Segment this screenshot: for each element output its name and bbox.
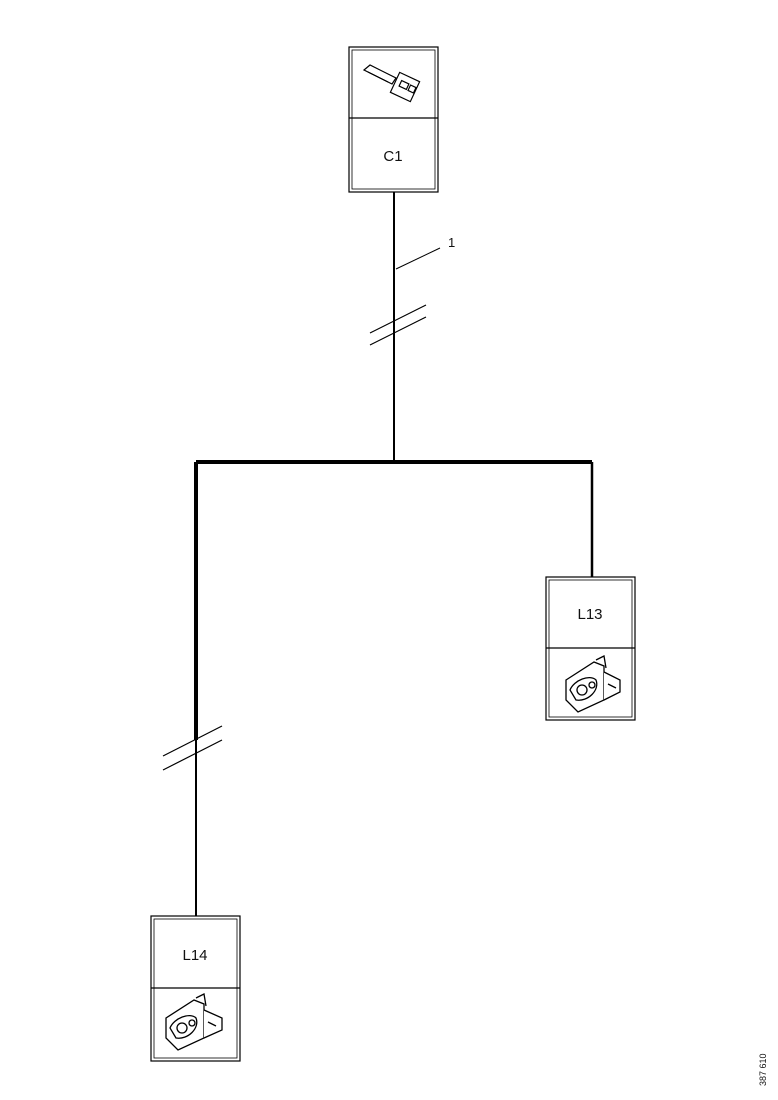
lamp-holder-icon (165, 993, 223, 1051)
figure-id: 387 610 (758, 1053, 768, 1086)
wire-bus (162, 460, 594, 916)
wire-number-label: 1 (448, 235, 455, 250)
connector-l14[interactable]: L14 (150, 915, 241, 1062)
wire-trunk (369, 192, 441, 462)
connector-l13[interactable]: L13 (545, 576, 636, 721)
plug-connector-icon (362, 64, 421, 103)
connector-l13-label: L13 (577, 606, 602, 623)
lamp-holder-icon (565, 655, 621, 713)
connector-c1[interactable]: C1 (348, 46, 439, 193)
connector-c1-label: C1 (383, 148, 402, 165)
connector-l14-label: L14 (182, 947, 207, 964)
